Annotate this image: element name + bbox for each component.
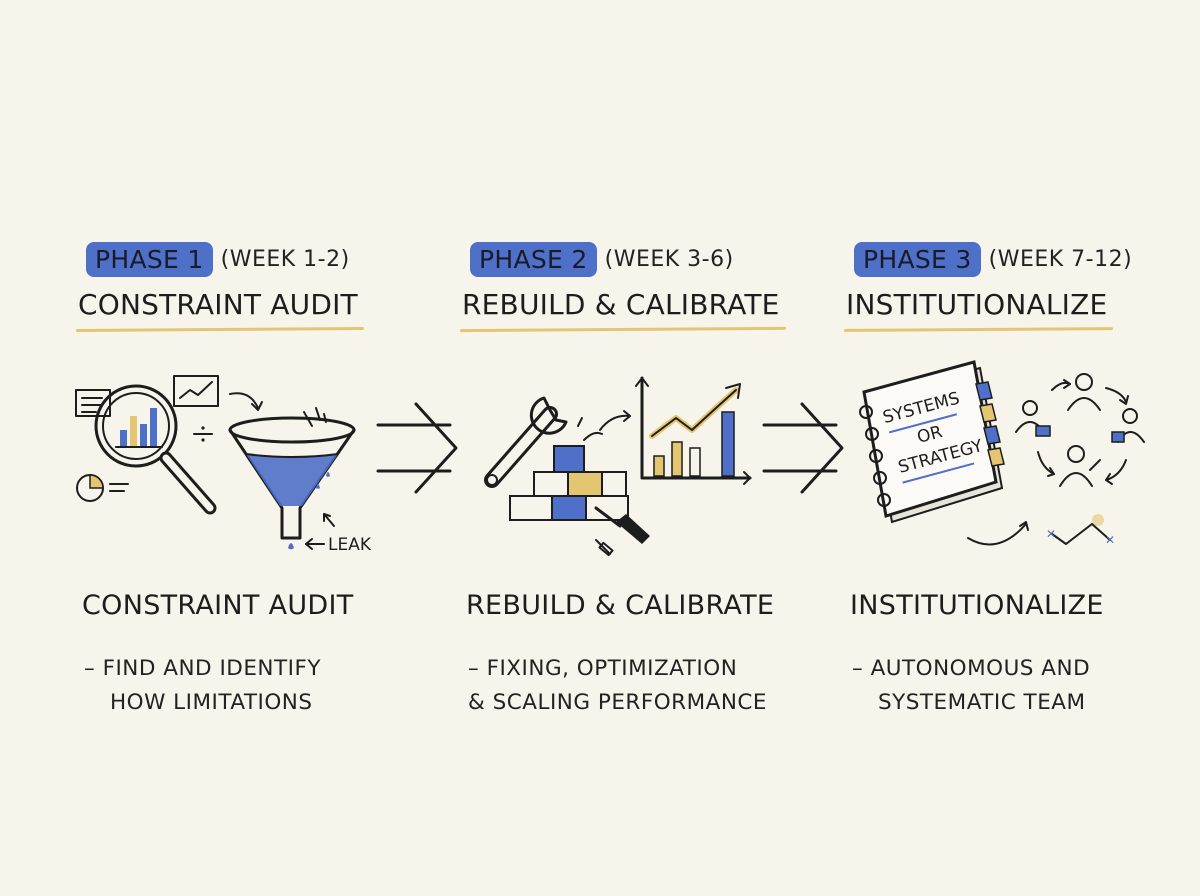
arrow-right-icon [758,398,848,498]
growth-chart-icon [635,376,752,485]
phase-title: INSTITUTIONALIZE [844,288,1109,327]
caption-title: REBUILD & CALIBRATE [466,590,775,621]
phase-2-illustration [446,368,826,578]
caption-title: CONSTRAINT AUDIT [82,590,354,621]
phase-badge: PHASE 2 [470,241,597,277]
leak-label: LEAK [305,513,372,555]
screwdriver-icon [594,506,650,557]
wrench-icon [484,396,568,488]
phase-week: (WEEK 7-12) [988,246,1133,272]
phase-header: PHASE 1 (WEEK 1-2) [86,238,442,280]
phase-1-illustration: LEAK [62,368,442,578]
phase-week: (WEEK 3-6) [604,246,734,272]
svg-text:✕: ✕ [1046,527,1056,541]
phase-header: PHASE 2 (WEEK 3-6) [470,238,826,280]
phase-badge: PHASE 3 [854,241,981,277]
phase-title: REBUILD & CALIBRATE [460,288,782,327]
team-cycle-icon: ✕ ✕ [1015,373,1145,547]
phase-3-illustration: SYSTEMS OR STRATEGY [830,360,1200,578]
document-icon [75,389,111,417]
divide-icon [193,426,213,442]
blocks-icon [509,445,629,521]
phase-week: (WEEK 1-2) [220,246,350,272]
phase-3: PHASE 3 (WEEK 7-12) INSTITUTIONALIZE SYS… [830,238,1200,715]
phase-badge: PHASE 1 [86,241,213,277]
arrow-right-icon [372,398,462,498]
caption-description: – FIND AND IDENTIFY HOW LIMITATIONS [84,652,321,720]
svg-text:✕: ✕ [1105,533,1115,547]
line-chart-icon [173,375,219,407]
phase-2: PHASE 2 (WEEK 3-6) REBUILD & CALIBRATE [446,238,826,715]
bar-chart-icon [115,408,163,448]
caption-title: INSTITUTIONALIZE [850,590,1104,621]
description-line-1: – AUTONOMOUS AND [852,656,1091,681]
caption-description: – AUTONOMOUS AND SYSTEMATIC TEAM [852,652,1090,720]
funnel-icon [228,407,356,550]
description-line-1: – FIXING, OPTIMIZATION [468,656,738,681]
pie-chart-icon [76,474,129,502]
phase-title: CONSTRAINT AUDIT [76,288,360,327]
svg-text:LEAK: LEAK [328,535,372,555]
description-line-2: & SCALING PERFORMANCE [468,690,768,715]
magnifier-icon [94,384,217,515]
notebook-icon: SYSTEMS OR STRATEGY [859,360,1005,524]
description-line-1: – FIND AND IDENTIFY [84,656,321,681]
caption-description: – FIXING, OPTIMIZATION & SCALING PERFORM… [468,652,767,720]
description-line-2: HOW LIMITATIONS [110,690,313,715]
phase-header: PHASE 3 (WEEK 7-12) [854,238,1200,280]
phase-1: PHASE 1 (WEEK 1-2) CONSTRAINT AUDIT [62,238,442,715]
description-line-2: SYSTEMATIC TEAM [878,690,1086,715]
